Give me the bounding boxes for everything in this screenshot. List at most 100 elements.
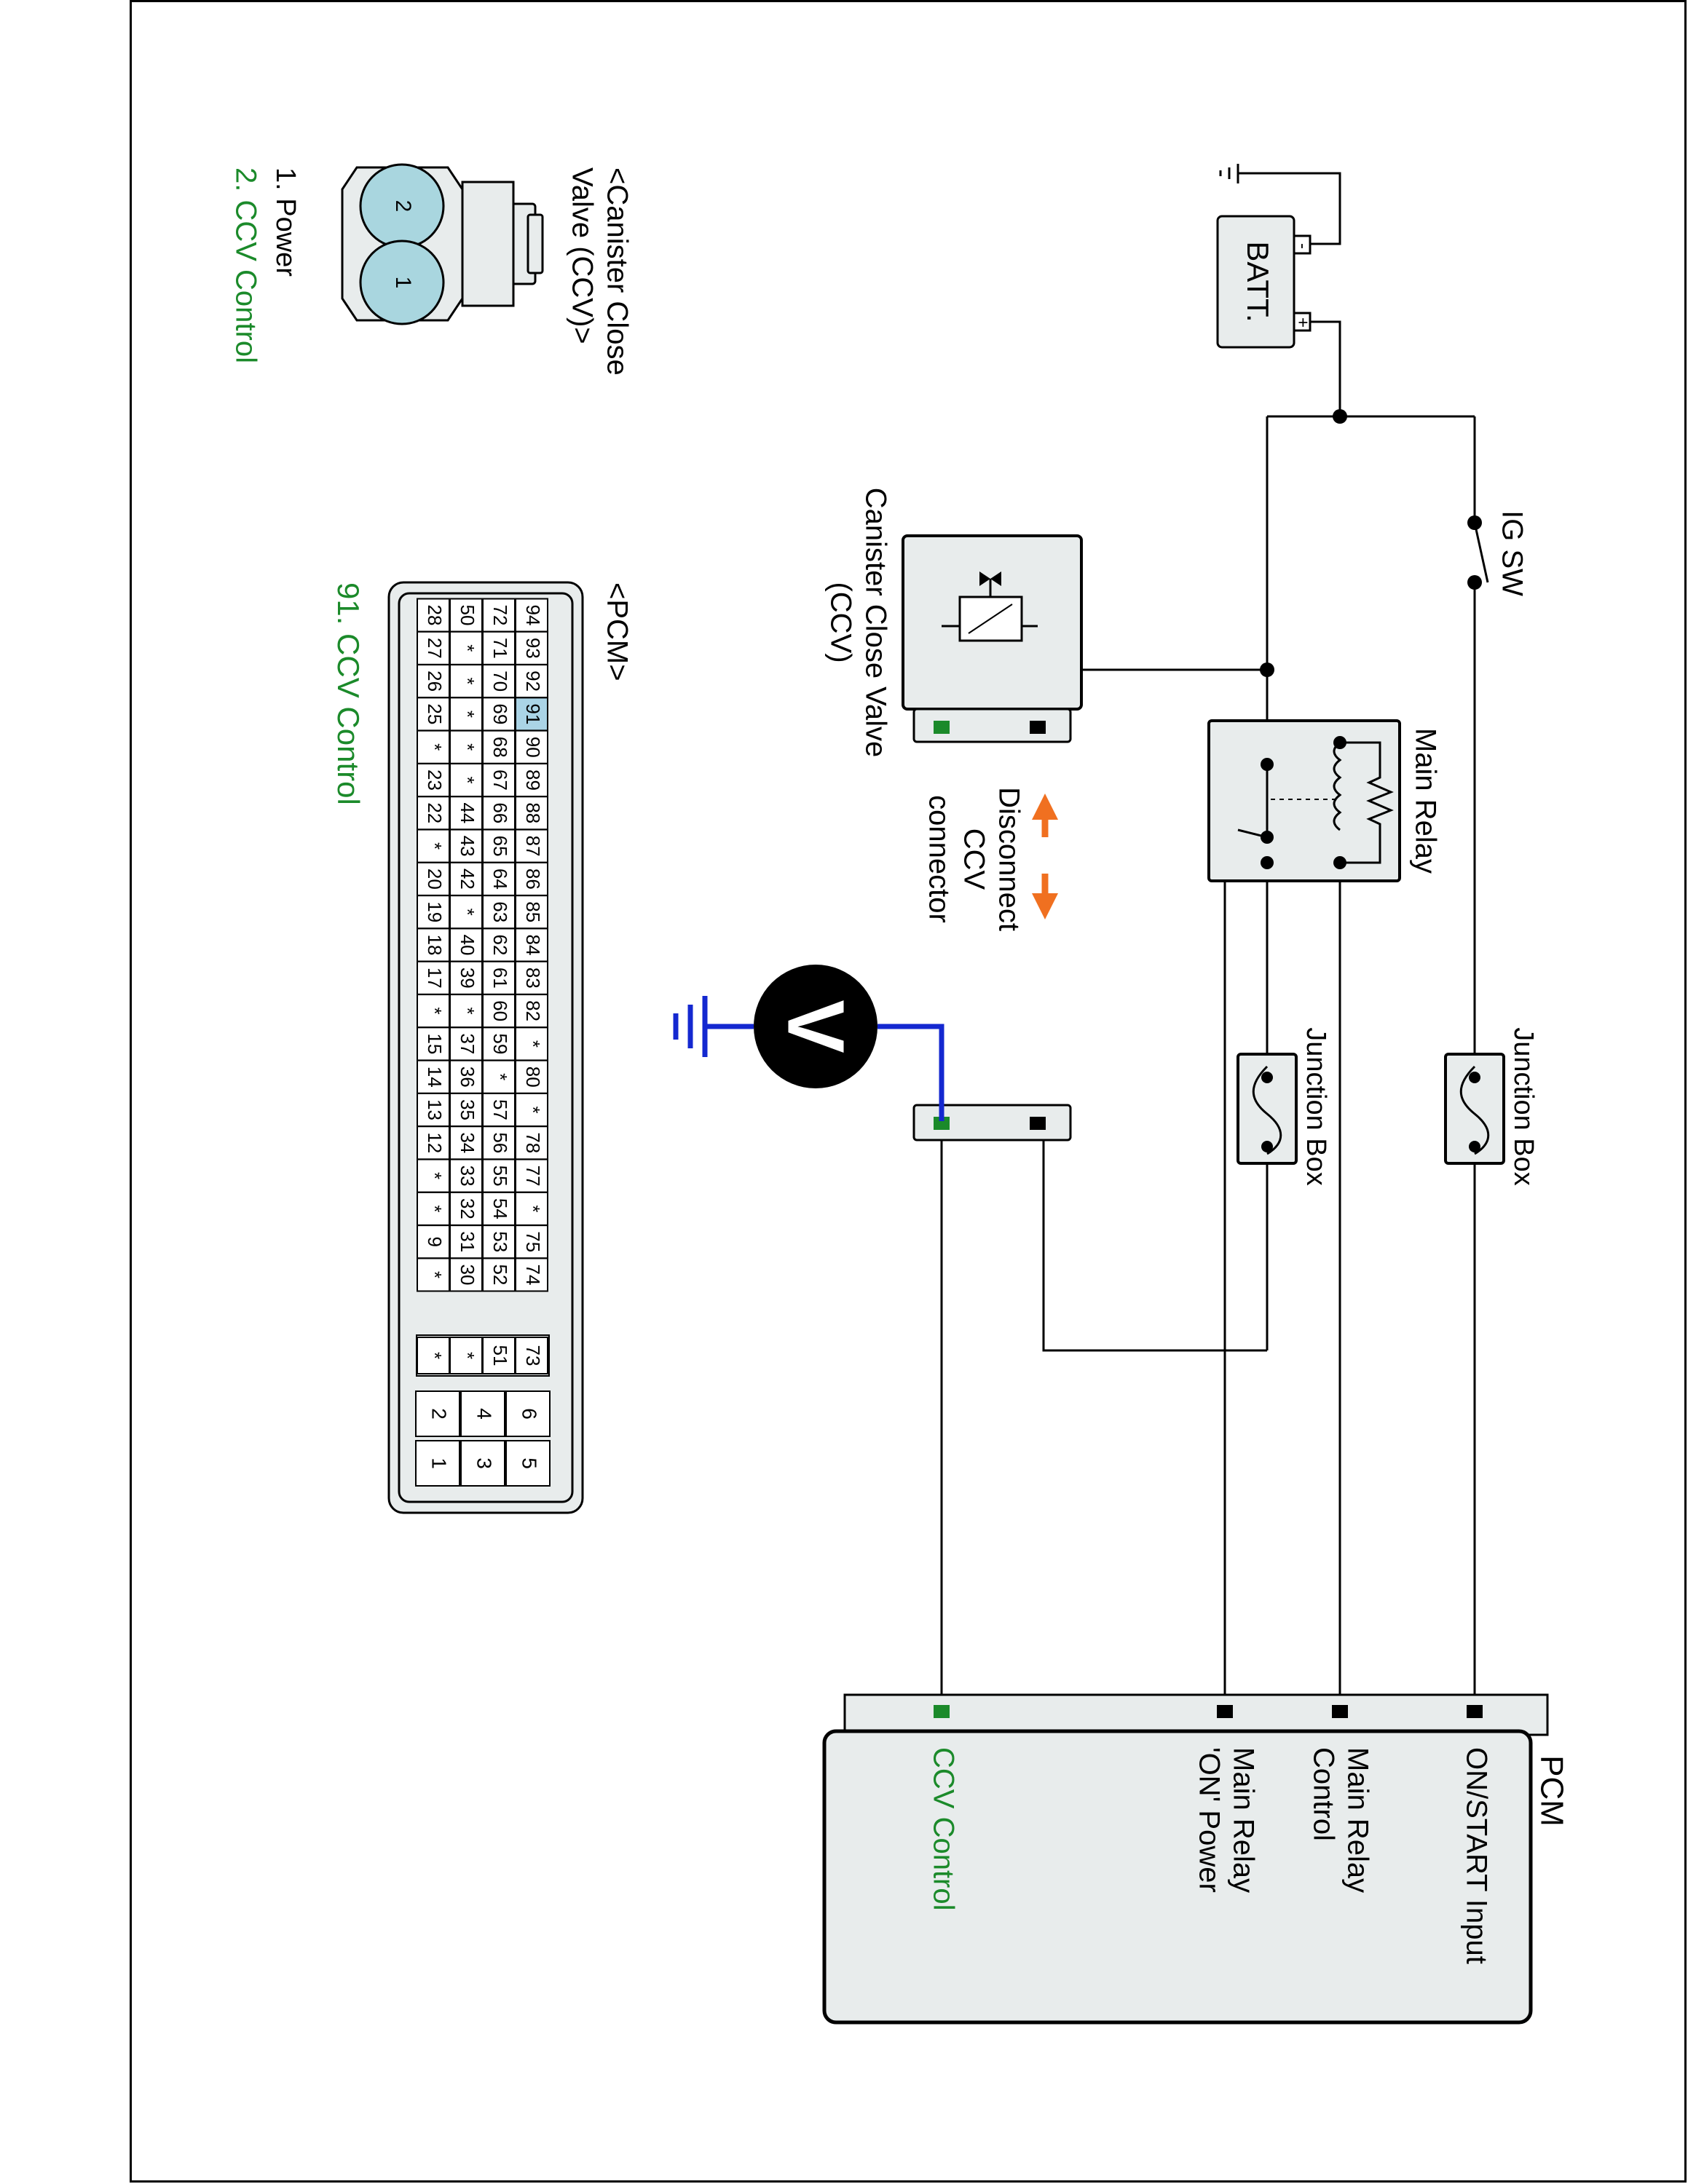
pcm-pin-87: 87: [522, 836, 544, 857]
pcm-pin-74: 74: [522, 1265, 544, 1286]
pcm-pin-94: 94: [522, 605, 544, 626]
pcm-pin-89: 89: [522, 769, 544, 791]
pcm-pin-66: 66: [489, 802, 511, 823]
pcm-pin-50: 50: [457, 605, 478, 626]
pcm-pin-blank: *: [424, 1172, 446, 1179]
pcm-pin-61: 61: [489, 968, 511, 989]
pcm-pin-22: 22: [424, 802, 446, 823]
ccv-component: Canister Close Valve (CCV): [824, 488, 1083, 758]
pcm-pin-28: 28: [424, 605, 446, 626]
pcm-pin-blank: *: [457, 644, 478, 652]
disconnect-note: Disconnect CCV connector: [923, 787, 1058, 931]
disconnect-note-line-3: connector: [923, 795, 955, 923]
pcm-pin-59: 59: [489, 1033, 511, 1054]
pcm-pin-relay-on-power-1: Main Relay: [1227, 1747, 1259, 1893]
disconnect-note-line-2: CCV: [958, 828, 990, 890]
pcm-pin-33: 33: [457, 1166, 478, 1187]
pcm-pin-6: 6: [518, 1408, 541, 1420]
pcm-view-legend: 91. CCV Control: [331, 582, 366, 805]
pcm-pin-blank: *: [424, 842, 446, 850]
ig-sw-label: IG SW: [1496, 510, 1528, 596]
pcm-pin-63: 63: [489, 901, 511, 922]
pcm-pin-relay-on-power-2: 'ON' Power: [1193, 1747, 1225, 1893]
ccv-view-title-2: Valve (CCV)>: [566, 167, 598, 344]
pcm-pin-blank: *: [457, 909, 478, 916]
ccv-view-title-1: <Canister Close: [601, 167, 633, 376]
pcm-pin-5: 5: [518, 1457, 541, 1469]
pcm-pin-88: 88: [522, 802, 544, 823]
wires: [940, 164, 1489, 1711]
pcm-pin-9: 9: [424, 1236, 446, 1246]
pcm-pin-27: 27: [424, 638, 446, 659]
pcm-pin-93: 93: [522, 638, 544, 659]
pcm-pin-92: 92: [522, 670, 544, 692]
disconnect-note-line-1: Disconnect: [993, 787, 1025, 931]
pcm-pin-78: 78: [522, 1132, 544, 1153]
pcm-pin-40: 40: [457, 935, 478, 956]
pcm-pin-82: 82: [522, 1000, 544, 1021]
pcm-pin-57: 57: [489, 1099, 511, 1120]
junction-box-1-label: Junction Box: [1508, 1027, 1539, 1186]
pcm-pin-15: 15: [424, 1033, 446, 1054]
pcm-pin-blank: *: [424, 1008, 446, 1015]
pcm-pin-18: 18: [424, 935, 446, 956]
voltmeter: V: [673, 965, 944, 1121]
main-relay-label: Main Relay: [1409, 728, 1441, 874]
junction-box-ig: Junction Box: [1444, 1027, 1539, 1186]
pcm-pin-blank: *: [457, 678, 478, 685]
pcm-pin-blank: *: [457, 1352, 478, 1359]
ccv-pin-1-label: 1: [391, 277, 415, 289]
pcm-pin-on-start: ON/START Input: [1460, 1747, 1492, 1964]
pcm-pin-23: 23: [424, 769, 446, 791]
ccv-harness-connector: [912, 1104, 1072, 1142]
ccv-label-line-2: (CCV): [824, 582, 856, 662]
pcm-pin-blank: *: [457, 1008, 478, 1015]
pcm-pin-blank: *: [424, 1352, 446, 1359]
pcm-pin-1: 1: [428, 1457, 451, 1469]
pcm-pin-43: 43: [457, 836, 478, 857]
pcm-pin-55: 55: [489, 1166, 511, 1187]
relay-on-power-wire: [1223, 878, 1267, 1711]
page-frame: [130, 0, 1687, 2183]
pcm-pin-blank: *: [457, 711, 478, 718]
voltmeter-positive-lead: [877, 1024, 944, 1121]
pcm-pin-12: 12: [424, 1132, 446, 1153]
pcm-pin-85: 85: [522, 901, 544, 922]
junction-box-2-label: Junction Box: [1301, 1027, 1331, 1186]
ccv-power-wire: [1042, 1121, 1267, 1352]
pcm-title: PCM: [1534, 1755, 1569, 1827]
pcm-pin-blank: *: [424, 1205, 446, 1212]
pcm-pin-blank: *: [489, 1073, 511, 1080]
pcm-pin-67: 67: [489, 769, 511, 791]
main-relay: Main Relay: [1207, 719, 1441, 882]
pcm-pin-86: 86: [522, 869, 544, 890]
ccv-label-line-1: Canister Close Valve: [859, 488, 891, 758]
pcm-pin-32: 32: [457, 1198, 478, 1219]
batt-minus-label: -: [1293, 243, 1313, 249]
ig-sw-contact: [1473, 522, 1489, 583]
ccv-connector-view: <Canister Close Valve (CCV)> 2 1 1. Powe…: [229, 163, 633, 376]
voltmeter-label: V: [771, 1000, 861, 1053]
pcm-pin-30: 30: [457, 1265, 478, 1286]
pcm-pin-64: 64: [489, 869, 511, 890]
pcm-view-title: <PCM>: [601, 582, 633, 681]
pcm-pin-relay-control-1: Main Relay: [1341, 1747, 1373, 1893]
pcm-pin-53: 53: [489, 1231, 511, 1252]
pcm-pin-72: 72: [489, 605, 511, 626]
pcm-pin-relay-control-2: Control: [1307, 1747, 1339, 1841]
pcm-pin-blank: *: [522, 1106, 544, 1113]
pcm-pin-25: 25: [424, 703, 446, 724]
pcm-pin-blank: *: [522, 1040, 544, 1048]
pcm-connector-view: <PCM> 94939291908988878685848382*80*7877…: [331, 581, 633, 1514]
pcm-pin-blank: *: [457, 776, 478, 783]
pcm-pin-19: 19: [424, 901, 446, 922]
pcm-pin-54: 54: [489, 1198, 511, 1219]
pcm-pin-44: 44: [457, 802, 478, 823]
pcm-pin-blank: *: [424, 743, 446, 751]
pcm-pin-4: 4: [473, 1408, 496, 1420]
pcm-pin-26: 26: [424, 670, 446, 692]
pcm-pin-31: 31: [457, 1231, 478, 1252]
pcm-pin-blank: *: [457, 743, 478, 751]
batt-label: BATT.: [1241, 241, 1275, 322]
